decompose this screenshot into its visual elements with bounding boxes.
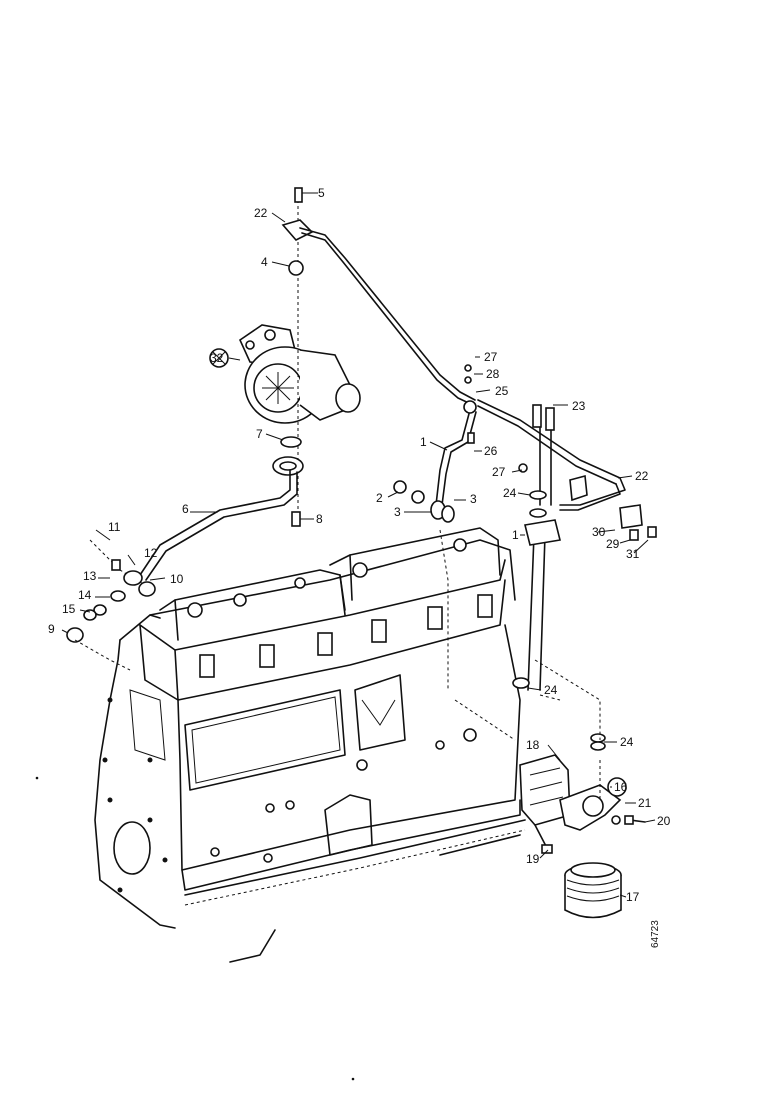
label-1-lower: 1 — [512, 528, 519, 542]
engine-block — [94, 527, 526, 963]
label-20: 20 — [657, 814, 671, 828]
label-14: 14 — [78, 588, 92, 602]
oil-filter-assembly — [519, 754, 646, 919]
leader-lines — [61, 192, 656, 898]
label-26: 26 — [484, 444, 498, 458]
label-3-right: 3 — [470, 492, 477, 506]
part-number-labels: 5 22 4 32 7 8 6 11 12 13 10 14 15 9 2 3 … — [48, 186, 671, 948]
label-8: 8 — [316, 512, 323, 526]
label-3-left: 3 — [394, 505, 401, 519]
drawing-code: 64723 — [650, 920, 661, 948]
label-27-lower: 27 — [492, 465, 506, 479]
label-24-lower: 24 — [620, 735, 634, 749]
label-4: 4 — [261, 255, 268, 269]
label-17: 17 — [626, 890, 640, 904]
label-10: 10 — [170, 572, 184, 586]
label-22-right: 22 — [635, 469, 649, 483]
label-23: 23 — [572, 399, 586, 413]
turbocharger — [209, 324, 361, 424]
label-24-upper: 24 — [503, 486, 517, 500]
label-30: 30 — [592, 525, 606, 539]
label-31: 31 — [626, 547, 640, 561]
label-5: 5 — [318, 186, 325, 200]
label-6: 6 — [182, 502, 189, 516]
label-32: 32 — [210, 351, 224, 365]
oil-pipes — [66, 227, 657, 800]
label-7: 7 — [256, 427, 263, 441]
label-15: 15 — [62, 602, 76, 616]
label-28: 28 — [486, 367, 500, 381]
label-18: 18 — [526, 738, 540, 752]
label-2: 2 — [376, 491, 383, 505]
label-1-upper: 1 — [420, 435, 427, 449]
label-11: 11 — [108, 520, 121, 534]
label-9: 9 — [48, 622, 55, 636]
label-22-top: 22 — [254, 206, 268, 220]
label-12: 12 — [144, 546, 158, 560]
label-25: 25 — [495, 384, 509, 398]
label-19: 19 — [526, 852, 540, 866]
label-16: 16 — [614, 780, 628, 794]
label-24-middle: 24 — [544, 683, 558, 697]
label-27-upper: 27 — [484, 350, 498, 364]
label-29: 29 — [606, 537, 620, 551]
label-21: 21 — [638, 796, 652, 810]
label-13: 13 — [83, 569, 97, 583]
